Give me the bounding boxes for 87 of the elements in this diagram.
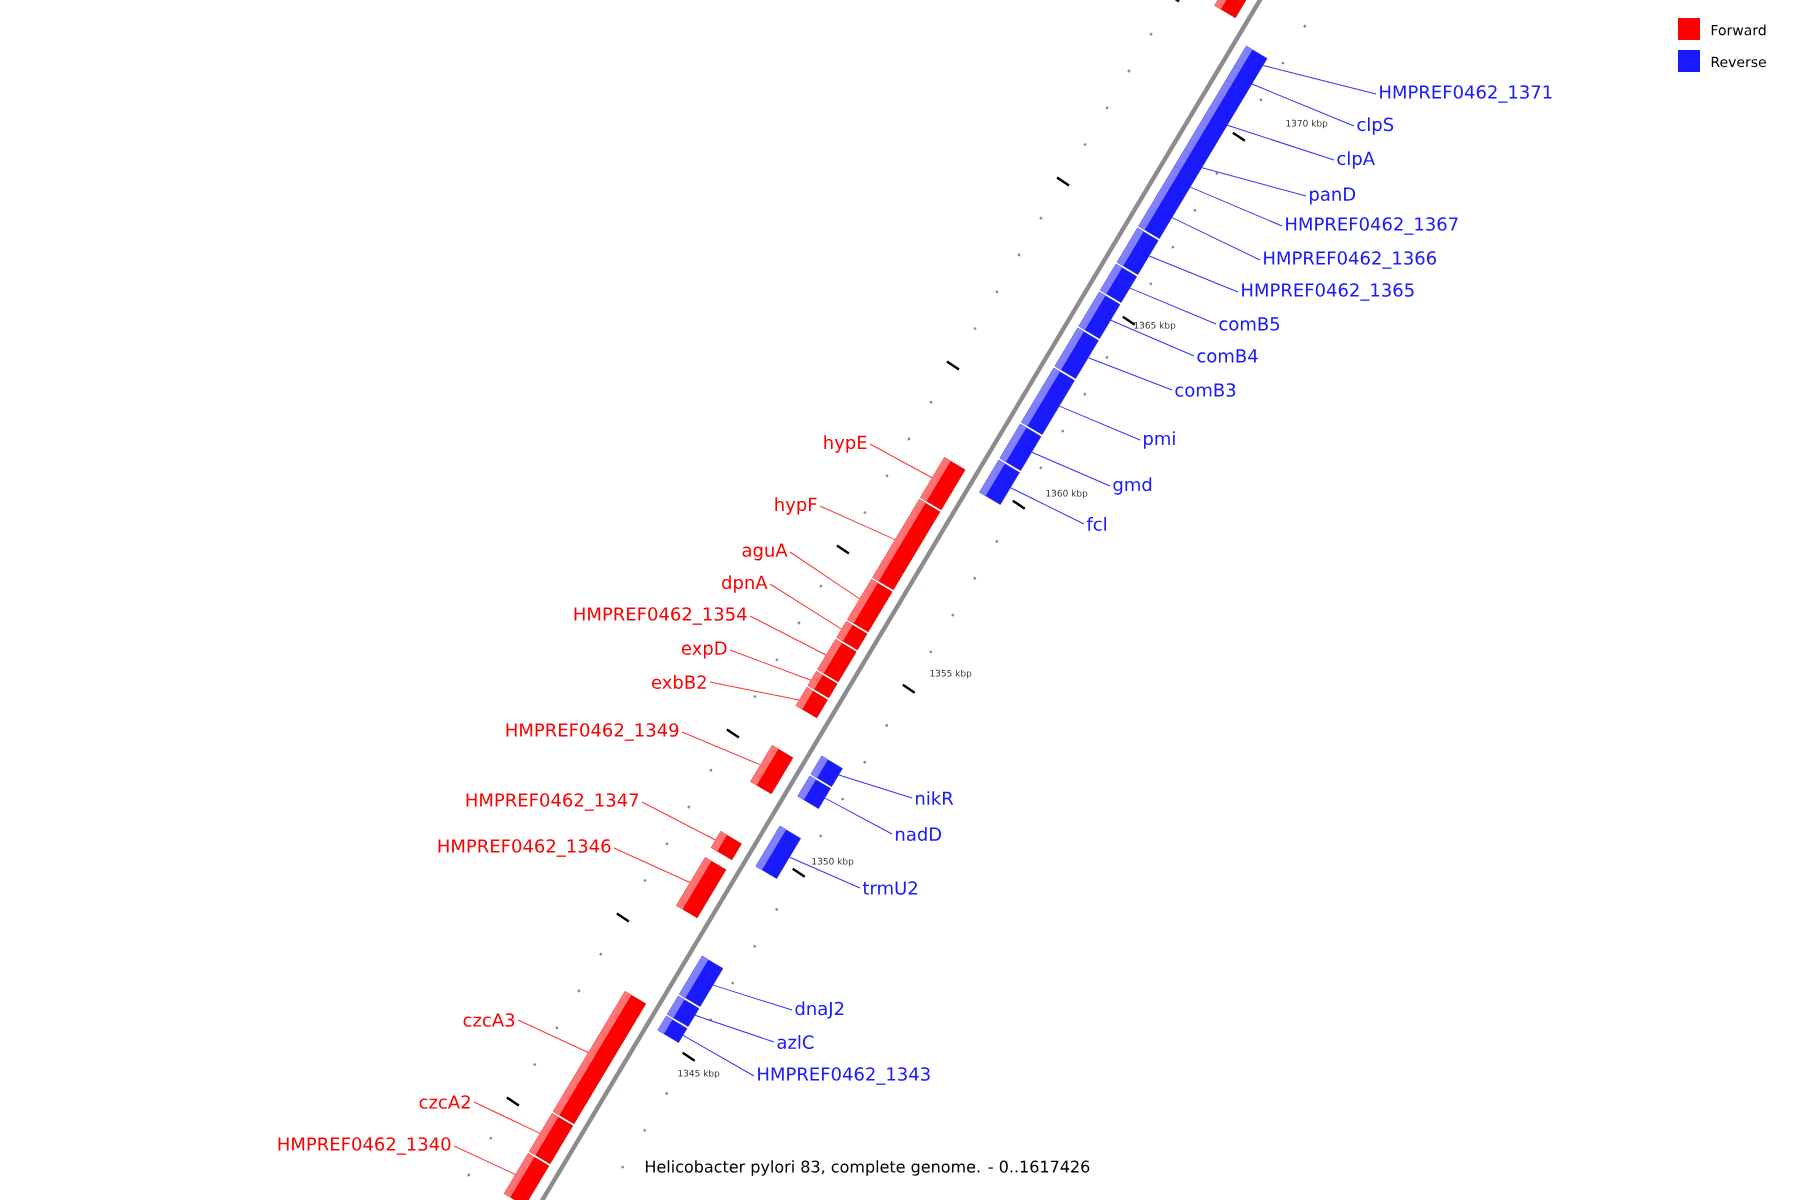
leader-line [729, 649, 812, 681]
gene-label: HMPREF0462_1366 [1264, 251, 1437, 269]
leader-line [709, 681, 800, 701]
leader-line [824, 797, 893, 835]
gene-block [1021, 367, 1075, 435]
gene-label: nadD [896, 827, 942, 841]
gene-label: HMPREF0462_1349 [506, 723, 679, 741]
leader-line [712, 984, 793, 1011]
gene-label: HMPREF0462_1343 [758, 1067, 930, 1085]
leader-line [1087, 357, 1173, 391]
gene-label: HMPREF0462_1347 [466, 793, 639, 811]
gene-block [1116, 227, 1159, 275]
gene-block [1138, 185, 1184, 239]
gene-label: HMPREF0462_1367 [1286, 217, 1458, 235]
leader-line [1226, 124, 1335, 161]
gene-label: comB3 [1175, 383, 1236, 397]
leader-line [1010, 487, 1085, 525]
gene-label: fcl [1086, 517, 1106, 531]
gene-label: HMPREF0462_1340 [278, 1137, 451, 1155]
gene-block [872, 499, 941, 591]
gene-block [529, 1113, 574, 1165]
leader-line [682, 1034, 755, 1077]
leader-line [1262, 64, 1377, 95]
gene-label: hypF [775, 497, 817, 515]
gene-block [676, 857, 727, 919]
gene-block [1054, 327, 1099, 379]
gene-block [920, 457, 966, 511]
gene-block [750, 745, 794, 795]
gene-label: trmU2 [862, 881, 917, 895]
gene-block [979, 459, 1020, 505]
gene-label: azlC [777, 1035, 814, 1049]
gene-label: expD [681, 641, 727, 659]
gene-label: HMPREF0462_1365 [1242, 283, 1414, 301]
gene-label: czcA2 [419, 1095, 470, 1109]
gene-block [847, 579, 893, 633]
leader-line [1171, 217, 1261, 261]
leader-line [517, 1019, 589, 1053]
gene-block [1078, 291, 1121, 339]
gene-label: dpnA [722, 575, 768, 593]
gene-label: nikR [916, 791, 954, 805]
leader-line [641, 801, 716, 841]
gene-label: comB4 [1197, 349, 1258, 363]
gene-label: pmi [1144, 431, 1175, 449]
gene-label: HMPREF0462_1346 [438, 839, 611, 857]
gene-block [503, 1153, 550, 1200]
caption: Helicobacter pylori 83, complete genome. - 0..1617426 [645, 1160, 1090, 1176]
gene-block [999, 423, 1042, 471]
leader-line [749, 615, 827, 656]
gene-label: panD [1310, 187, 1356, 205]
gene-block [797, 775, 831, 809]
gene-block [755, 825, 801, 879]
gene-label: HMPREF0462_1354 [574, 607, 747, 625]
leader-line [613, 847, 691, 884]
gene-block [657, 1015, 688, 1043]
gene-label: dnaJ2 [795, 1001, 844, 1019]
gene-label: HMPREF0462_1371 [1380, 85, 1552, 103]
leader-line [869, 443, 933, 479]
leader-line [769, 583, 842, 630]
leader-line [453, 1145, 516, 1175]
leader-line [1110, 319, 1195, 357]
gene-label: hypE [824, 435, 867, 453]
gene-label: gmd [1113, 477, 1152, 495]
leader-line [1148, 255, 1239, 293]
leader-line [473, 1101, 541, 1134]
gene-label: czcA3 [463, 1013, 515, 1027]
leader-line [681, 731, 761, 766]
leader-line [1201, 167, 1307, 197]
leader-line [1129, 287, 1217, 325]
leader-line [1058, 405, 1141, 441]
gene-block [795, 687, 828, 719]
gene-label: exbB2 [651, 675, 706, 689]
leader-line [694, 1014, 775, 1043]
leader-line [789, 551, 861, 600]
leader-line [819, 505, 896, 541]
gene-block [1183, 79, 1247, 163]
leader-line [1031, 451, 1111, 487]
gene-label: comB5 [1219, 317, 1280, 331]
leader-line [838, 774, 913, 799]
gene-block [552, 991, 646, 1125]
gene-label: clpS [1357, 117, 1394, 135]
leader-line [1251, 83, 1355, 127]
gene-label: aguA [742, 543, 788, 561]
leader-line [1189, 186, 1283, 227]
gene-label: clpA [1337, 151, 1375, 169]
leader-line [789, 856, 861, 889]
gene-block [679, 955, 724, 1007]
gene-block [710, 831, 742, 861]
